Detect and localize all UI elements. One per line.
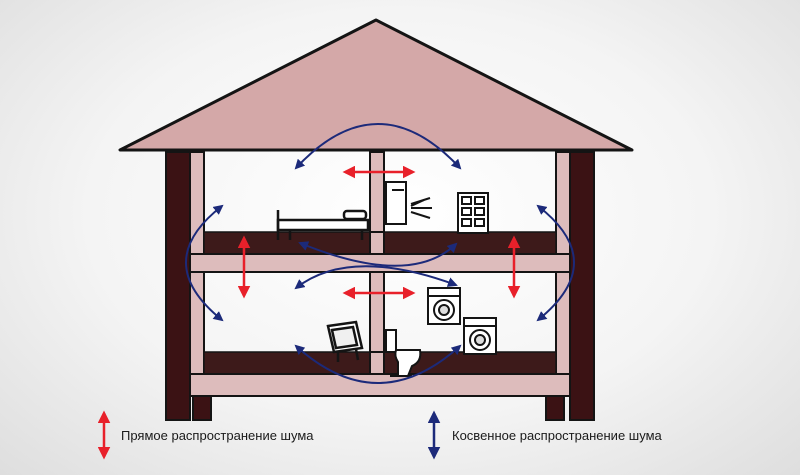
speaker-icon	[385, 181, 432, 225]
dresser-icon	[457, 192, 489, 234]
left-outer-pillar	[165, 151, 191, 421]
indirect-arrow-top-arc	[294, 123, 462, 170]
washing-machine-icon	[427, 287, 461, 325]
ground-floor-slab	[189, 373, 571, 397]
legend-indirect-label: Косвенное распространение шума	[452, 428, 663, 443]
right-inner-wall	[555, 151, 571, 397]
indirect-arrow-middle-arc-right	[298, 241, 458, 267]
legend-direct: Прямое распространение шума	[97, 410, 314, 460]
indirect-arrow-right-arc	[536, 204, 575, 322]
dryer-icon	[463, 317, 497, 355]
bed-icon	[276, 209, 370, 240]
legend-indirect: Косвенное распространение шума	[427, 410, 663, 460]
indirect-arrow-middle-arc-left	[294, 265, 458, 290]
legend-direct-label: Прямое распространение шума	[121, 428, 314, 443]
right-outer-pillar	[569, 151, 595, 421]
legend: Прямое распространение шума Косвенное ра…	[97, 410, 663, 460]
direct-arrows	[237, 165, 521, 300]
indirect-arrows	[185, 123, 575, 384]
right-foundation	[545, 395, 565, 421]
indirect-arrow-left-arc	[185, 204, 224, 322]
indirect-arrow-bottom-arc	[294, 344, 462, 384]
roof	[118, 18, 634, 152]
left-foundation	[192, 395, 212, 421]
left-inner-wall	[189, 151, 205, 397]
